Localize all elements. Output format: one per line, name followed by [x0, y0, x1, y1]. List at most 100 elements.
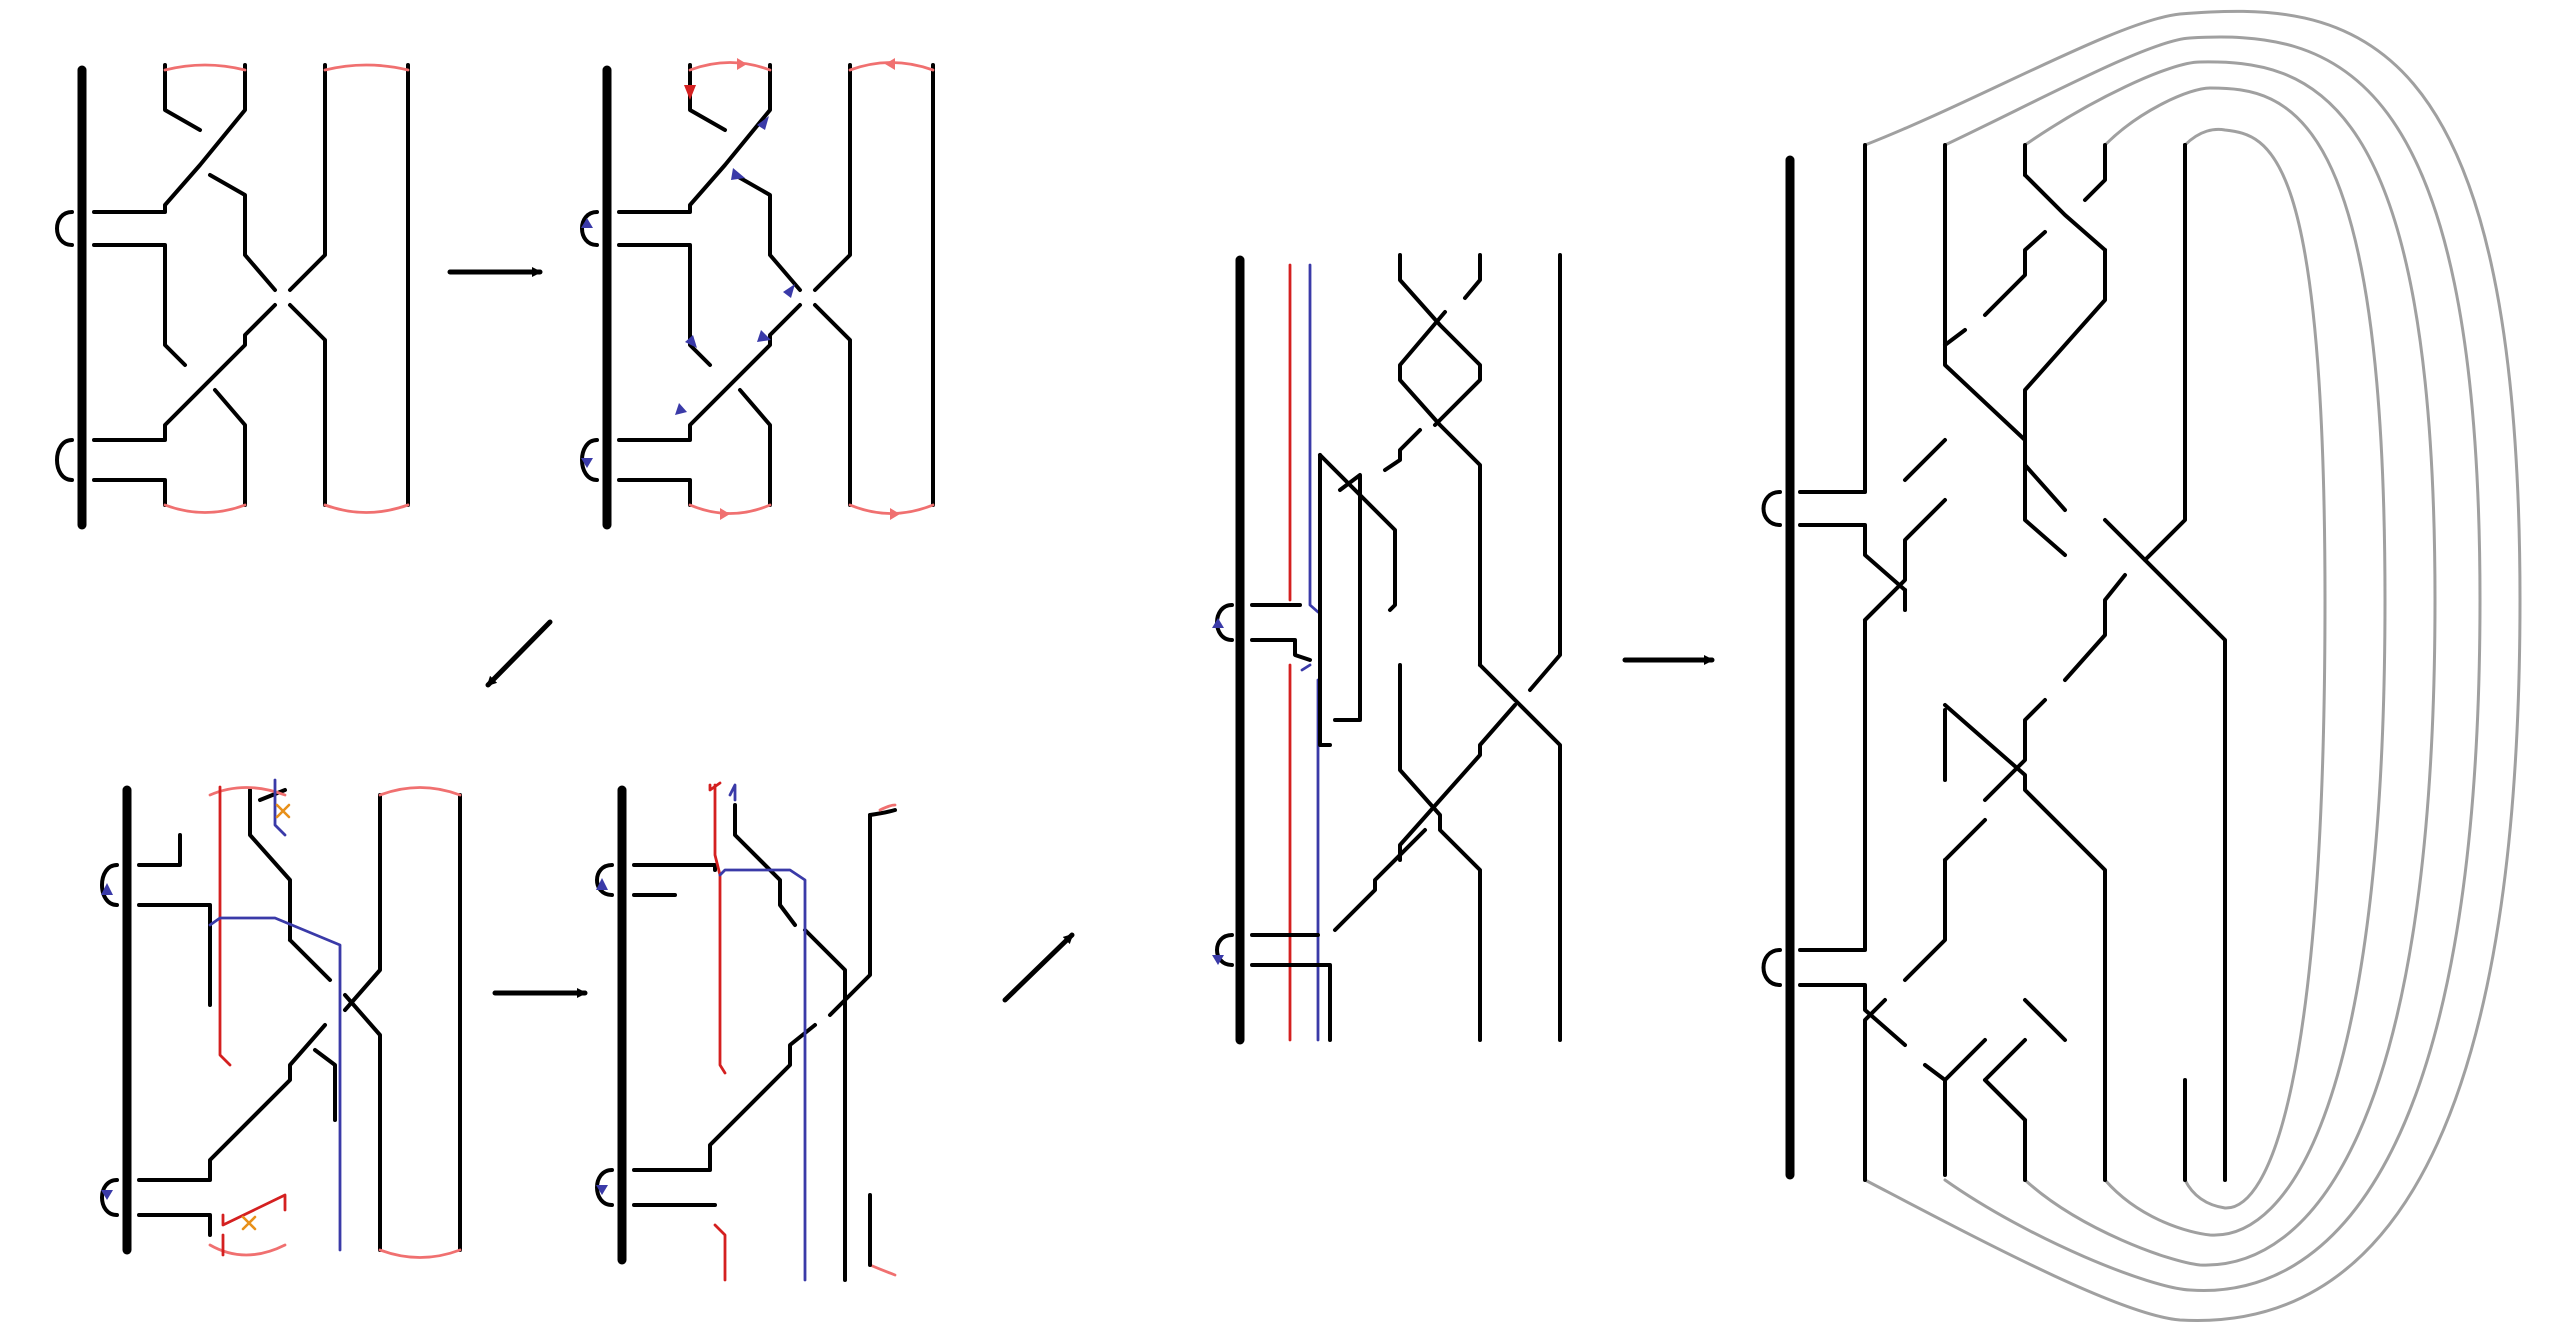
strand — [2023, 248, 2107, 512]
strand — [288, 303, 327, 507]
cancel-mark — [275, 803, 291, 819]
strand — [813, 63, 852, 292]
orientation-arrow-blue — [101, 883, 113, 895]
strand — [1398, 253, 1482, 427]
strand — [1863, 998, 1887, 1182]
orientation-arrow-pink — [720, 508, 730, 520]
hook-loop — [595, 863, 614, 897]
strand — [92, 303, 277, 442]
cup-arc — [688, 503, 772, 515]
strand — [1333, 828, 1427, 932]
orientation-curve-blue — [718, 868, 807, 1282]
strand — [1943, 143, 2067, 557]
strand — [1383, 428, 1422, 472]
cup-arc — [208, 1243, 287, 1257]
orientation-arrow-blue — [596, 878, 608, 890]
orientation-arrow-blue — [101, 1190, 113, 1200]
orientation-arrow-blue — [783, 284, 795, 298]
strand — [313, 1048, 337, 1122]
closure-arc — [2023, 60, 2437, 1267]
hook-loop — [580, 438, 599, 482]
closure-arc — [1943, 35, 2482, 1292]
orientation-arrow-blue — [596, 1185, 608, 1195]
strand — [803, 928, 847, 1282]
hook-loop-upper — [55, 210, 74, 247]
strand — [1903, 438, 1947, 482]
orientation-curve-blue — [1300, 663, 1320, 1042]
orientation-arrow-blue — [1212, 955, 1224, 965]
strand — [92, 243, 187, 367]
cap-arc — [688, 61, 772, 72]
strand — [1798, 143, 1867, 494]
orientation-curve-blue — [273, 778, 287, 837]
strand — [632, 1023, 817, 1172]
hook-loop — [1215, 933, 1234, 967]
closure-arc — [2183, 127, 2327, 1210]
cap-arc — [163, 63, 247, 72]
strand — [1983, 1038, 2027, 1182]
strand — [1798, 523, 1907, 592]
panel-5 — [1212, 253, 1562, 1045]
orientation-arrow-pink — [737, 58, 747, 70]
strand — [1398, 310, 1482, 667]
cup-arc — [163, 503, 247, 514]
strand — [1943, 703, 2107, 1082]
hook-loop — [580, 210, 599, 247]
strand — [632, 863, 717, 872]
orientation-arrow-blue — [685, 335, 697, 348]
hook-loop — [595, 1168, 614, 1207]
strand — [1943, 328, 1967, 347]
orientation-arrow-blue — [757, 330, 771, 342]
strand — [813, 303, 852, 507]
orientation-arrow-blue — [1212, 618, 1224, 628]
strand — [208, 173, 277, 292]
strand — [288, 938, 332, 982]
strand — [92, 63, 247, 214]
strand — [617, 303, 802, 442]
strand — [1463, 253, 1482, 300]
strand — [213, 388, 247, 507]
hook-loop — [100, 863, 119, 907]
cap-arc — [378, 786, 462, 797]
strand — [1923, 1063, 1947, 1177]
strand — [1798, 983, 1907, 1047]
strand — [1983, 698, 2047, 802]
strand — [288, 63, 327, 292]
strand — [828, 813, 872, 1017]
orientation-arrow-pink — [890, 508, 900, 520]
closure-arc — [1863, 9, 2522, 1323]
orientation-arrow-pink — [885, 58, 895, 70]
orientation-curve-blue — [1308, 263, 1320, 614]
strand — [2103, 518, 2227, 1062]
strand — [343, 793, 382, 1012]
hook-loop — [100, 1178, 119, 1217]
strand — [248, 788, 292, 942]
panel-3 — [100, 778, 462, 1259]
strand — [137, 833, 182, 867]
strand — [92, 478, 167, 507]
cap-arc — [878, 803, 897, 812]
strand — [1983, 230, 2047, 317]
orientation-curve-red — [713, 783, 727, 1075]
strand — [1528, 253, 1562, 692]
strand — [868, 808, 897, 817]
strand — [2023, 998, 2067, 1042]
strand — [688, 63, 727, 132]
orientation-arrow-blue — [581, 218, 593, 228]
strand — [1398, 663, 1482, 1042]
strand — [1863, 498, 1947, 622]
strand — [733, 173, 802, 292]
strand — [137, 1213, 212, 1237]
orientation-arrow-blue — [675, 403, 687, 415]
strand — [1318, 453, 1332, 747]
cap-arc — [208, 786, 287, 797]
orientation-curve-blue — [728, 783, 737, 802]
orientation-curve-red — [713, 1223, 727, 1282]
strand — [1318, 453, 1397, 612]
orientation-arrow-blue — [581, 458, 593, 468]
strand — [1798, 598, 1887, 952]
strand — [2143, 143, 2187, 562]
cup-arc — [323, 503, 410, 514]
orientation-arrow-blue — [731, 168, 745, 180]
